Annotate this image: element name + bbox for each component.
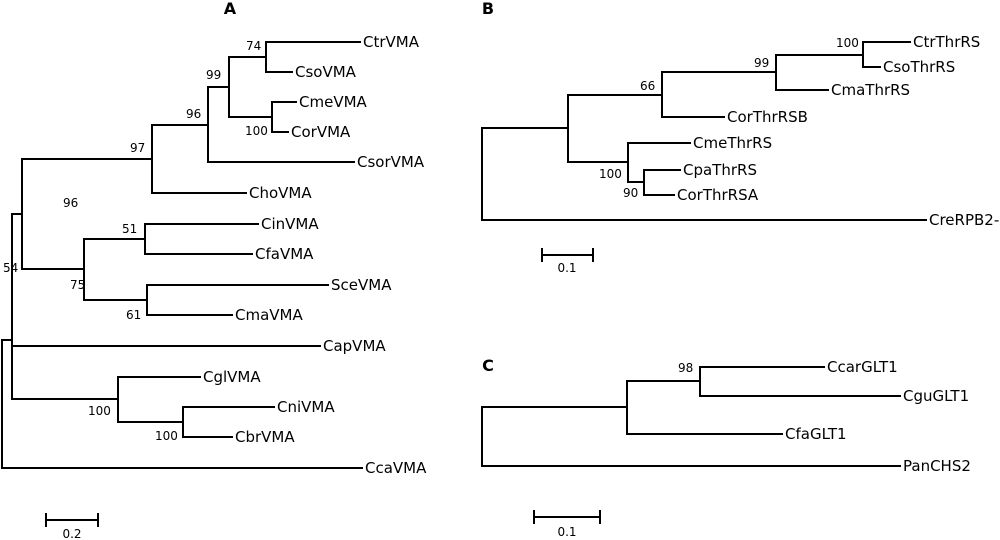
bootstrap-value: 100 — [599, 167, 622, 181]
bootstrap-value: 66 — [640, 79, 655, 93]
branch — [21, 158, 153, 270]
branch — [83, 238, 148, 301]
bootstrap-value: 51 — [122, 222, 137, 236]
panel-b: B CtrThrRS CsoThrRS CmaThrRS CorThrRSB C… — [481, 0, 1000, 275]
bootstrap-value: 90 — [623, 186, 638, 200]
panel-a-scale-bar: 0.2 — [45, 513, 99, 540]
panel-b-branches — [481, 41, 927, 221]
scale-bar-line — [541, 248, 594, 262]
branch — [117, 376, 201, 423]
branch — [144, 223, 259, 255]
leaf-label: CorVMA — [291, 123, 351, 141]
branch — [1, 339, 363, 469]
bootstrap-value: 100 — [836, 36, 859, 50]
bootstrap-value: 99 — [206, 68, 221, 82]
panel-c-branches — [481, 366, 901, 467]
scale-bar-label: 0.2 — [62, 527, 81, 540]
leaf-label: CniVMA — [277, 398, 335, 416]
leaf-label: CmaThrRS — [831, 81, 910, 99]
leaf-label: CcaVMA — [365, 459, 427, 477]
branch — [627, 142, 691, 183]
leaf-label: ChoVMA — [249, 184, 312, 202]
leaf-label: CorThrRSB — [727, 108, 808, 126]
bootstrap-value: 74 — [246, 39, 261, 53]
branch — [567, 94, 663, 163]
bootstrap-value: 100 — [155, 429, 178, 443]
bootstrap-value: 75 — [70, 278, 85, 292]
branch — [151, 124, 247, 194]
panel-c-leaf-labels: CcarGLT1 CguGLT1 CfaGLT1 PanCHS2 — [785, 358, 971, 475]
leaf-label: CsoThrRS — [883, 58, 955, 76]
scale-bar-label: 0.1 — [557, 525, 576, 539]
bootstrap-value: 61 — [126, 308, 141, 322]
branch — [11, 213, 321, 347]
leaf-label: PanCHS2 — [903, 457, 971, 475]
branch — [643, 169, 681, 196]
scale-bar-line — [533, 510, 601, 524]
leaf-label: CcarGLT1 — [827, 358, 898, 376]
scale-bar-label: 0.1 — [557, 261, 576, 275]
branch — [11, 345, 119, 400]
leaf-label: CmeThrRS — [693, 134, 772, 152]
panel-b-scale-bar: 0.1 — [541, 248, 594, 275]
leaf-label: CpaThrRS — [683, 161, 757, 179]
bootstrap-value: 96 — [63, 196, 78, 210]
leaf-label: CapVMA — [323, 337, 386, 355]
bootstrap-value: 98 — [678, 361, 693, 375]
panel-a-branches — [1, 41, 363, 469]
leaf-label: CinVMA — [261, 215, 319, 233]
panel-c: C CcarGLT1 CguGLT1 CfaGLT1 PanCHS2 98 0.… — [481, 356, 971, 539]
panel-c-label: C — [482, 356, 494, 375]
panel-b-leaf-labels: CtrThrRS CsoThrRS CmaThrRS CorThrRSB Cme… — [677, 33, 1000, 229]
leaf-label: CorThrRSA — [677, 186, 759, 204]
branch — [481, 406, 901, 467]
leaf-label: SceVMA — [331, 276, 392, 294]
bootstrap-value: 97 — [130, 141, 145, 155]
panel-b-label: B — [482, 0, 494, 18]
bootstrap-value: 96 — [186, 107, 201, 121]
leaf-label: CguGLT1 — [903, 387, 969, 405]
panel-b-bootstrap-values: 100 99 66 100 90 — [599, 36, 859, 200]
panel-c-bootstrap-values: 98 — [678, 361, 693, 375]
leaf-label: CfaVMA — [255, 245, 314, 263]
leaf-label: CmaVMA — [235, 306, 303, 324]
leaf-label: CsorVMA — [357, 153, 425, 171]
panel-a-bootstrap-values: 74 99 100 96 97 96 51 75 61 54 100 100 — [3, 39, 268, 443]
panel-a-label: A — [224, 0, 237, 18]
panel-c-scale-bar: 0.1 — [533, 510, 601, 539]
branch — [626, 380, 783, 435]
bootstrap-value: 100 — [88, 404, 111, 418]
leaf-label: CfaGLT1 — [785, 425, 847, 443]
leaf-label: CmeVMA — [299, 93, 368, 111]
bootstrap-value: 54 — [3, 261, 18, 275]
leaf-label: CsoVMA — [295, 63, 357, 81]
branch — [481, 127, 927, 221]
bootstrap-value: 100 — [245, 124, 268, 138]
leaf-label: CglVMA — [203, 368, 261, 386]
panel-a: A — [1, 0, 427, 540]
scale-bar-line — [45, 513, 99, 527]
bootstrap-value: 99 — [754, 56, 769, 70]
panel-a-leaf-labels: CtrVMA CsoVMA CmeVMA CorVMA CsorVMA ChoV… — [203, 33, 427, 477]
leaf-label: CbrVMA — [235, 428, 295, 446]
leaf-label: CtrVMA — [363, 33, 420, 51]
leaf-label: CreRPB2-a — [929, 211, 1000, 229]
leaf-label: CtrThrRS — [913, 33, 980, 51]
